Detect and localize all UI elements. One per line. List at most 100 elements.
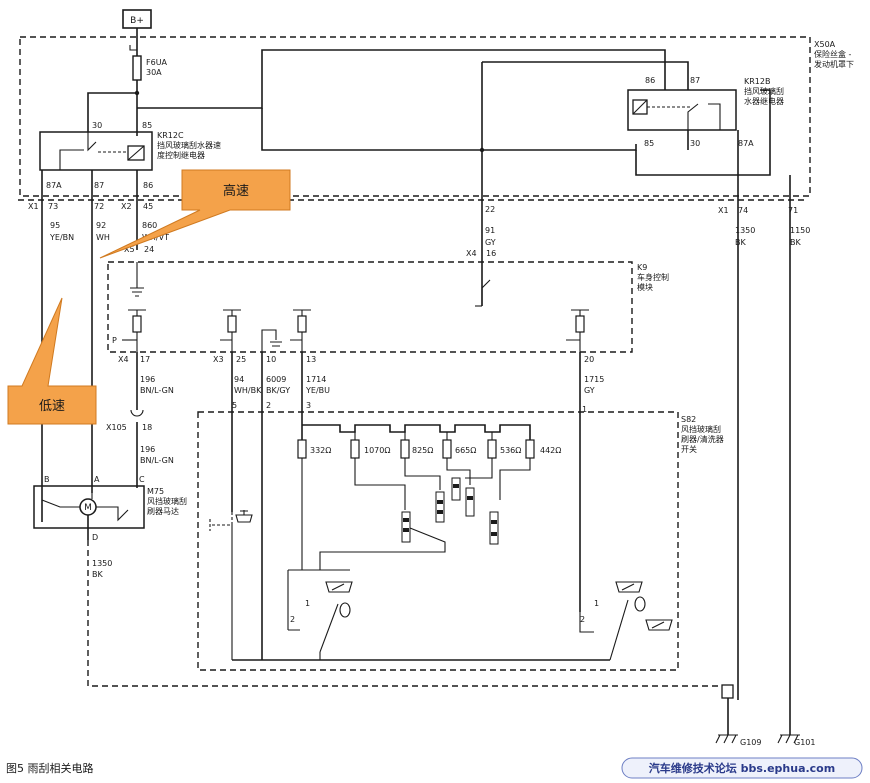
watermark-text: 汽车维修技术论坛 bbs.ephua.com [649,761,835,775]
callout-low-text: 低速 [39,399,65,414]
s82-name-1: 风挡玻璃刮 [681,424,721,434]
conn-x3-pin-13: 13 [306,355,316,364]
switch-s82-outline [197,411,679,671]
w6009-num: 6009 [266,375,286,384]
switch-lever-right [609,599,629,661]
s82-pin-2: 2 [266,401,271,410]
s82-id: S82 [681,415,696,424]
fuse-id: F6UA [146,58,168,67]
w1715-color: GY [584,386,595,395]
washer-icon [235,510,253,523]
motor-pin-d: D [92,533,98,542]
w91-color: GY [485,238,496,247]
w92-color: WH [96,233,110,242]
s82-name-3: 开关 [681,444,697,454]
resistor-442: 442Ω [525,439,561,459]
kr12b-pin-30: 30 [690,139,700,148]
callout-low-speed [7,297,97,425]
conn-x1b-pin-71: 71 [788,206,798,215]
k9-resistor-13-leads [290,309,311,352]
conn-pin-20: 20 [584,355,594,364]
fuse-box-x50a-outline [19,36,811,197]
switch-contact-2 [287,570,300,631]
washer-contact [209,512,233,531]
s82-name-2: 刷器/清洗器 [681,434,724,444]
kr12c-pin-87a: 87A [46,181,62,190]
motor-m75-box [33,485,145,529]
motor-pin-c: C [139,475,145,484]
sw-right-pin-1: 1 [594,599,599,608]
w95-num: 95 [50,221,60,230]
motor-pin-b: B [44,475,50,484]
motor-id: M75 [147,487,164,496]
k9-resistor-p [132,315,142,333]
kr12c-name-1: 挡风玻璃刮水器速 [157,140,221,150]
fuse-rating: 30A [146,68,162,77]
fuse-f6ua [132,55,142,81]
k9-resistor-13 [297,315,307,333]
conn-x5-pin: 24 [144,245,154,254]
kr12c-name-2: 度控制继电器 [157,150,205,160]
w95-color: YE/BN [49,233,74,242]
x50a-name-2: 发动机罩下 [814,59,854,69]
callout-high-text: 高速 [223,183,249,199]
w91-num: 91 [485,226,495,235]
w1350b-num: 1350 [92,559,112,568]
relay-kr12c-box [39,131,153,171]
kr12b-pin-87: 87 [690,76,700,85]
k9-name-1: 车身控制 [637,272,669,282]
svg-text:665Ω: 665Ω [455,446,476,455]
switch-knob-right [634,596,646,612]
w94-num: 94 [234,375,244,384]
k9-resistor-20-leads [566,309,589,352]
kr12b-pin-86: 86 [645,76,655,85]
ground-g101-label: G101 [794,738,815,747]
w1350b-color: BK [92,570,103,579]
svg-text:332Ω: 332Ω [310,446,331,455]
wire-kr12b-87 [482,61,689,90]
kr12c-id: KR12C [157,131,184,140]
sw-left-pin-1: 1 [305,599,310,608]
w1150-color: BK [790,238,801,247]
sw-right-pin-2: 2 [580,615,585,624]
selector-wiper [319,527,446,570]
resistor-536: 536Ω [487,432,521,459]
w1350a-color: BK [735,238,746,247]
ground-g101-symbol [777,734,800,744]
wiper-icon-left [325,581,353,593]
tap-825 [404,458,441,490]
w196b-color: BN/L-GN [140,456,174,465]
kr12b-coil-slash [632,99,648,115]
s82-pin-3: 3 [306,401,311,410]
connector-x105 [130,409,144,417]
kr12b-id: KR12B [744,77,770,86]
conn-x1a-pin: 73 [48,202,58,211]
k9-resistor-25-leads [220,309,241,352]
conn-x2: X2 [121,202,132,211]
w92-num: 92 [96,221,106,230]
motor-name-2: 刷器马达 [147,506,179,516]
conn-x4b: X4 [118,355,129,364]
x50a-name-1: 保险丝盒 - [814,49,852,59]
conn-x2-pin: 45 [143,202,153,211]
splice-g109 [721,684,734,699]
wire-kr12c-85 [261,108,637,151]
motor-internal-wiring [41,499,129,522]
w860-num: 860 [142,221,157,230]
svg-text:442Ω: 442Ω [540,446,561,455]
conn-pin-72: 72 [94,202,104,211]
conn-x1b-pin-74: 74 [738,206,748,215]
svg-text:825Ω: 825Ω [412,446,433,455]
resistor-332: 332Ω [297,439,331,459]
wire-kr12b-85 [635,89,771,176]
conn-x4b-pin: 17 [140,355,150,364]
conn-x4a-pin: 16 [486,249,496,258]
conn-x1b: X1 [718,206,729,215]
conn-x3-pin-25: 25 [236,355,246,364]
kr12b-contacts [687,103,721,130]
kr12c-pin-87: 87 [94,181,104,190]
conn-x5: X5 [124,245,135,254]
svg-text:536Ω: 536Ω [500,446,521,455]
